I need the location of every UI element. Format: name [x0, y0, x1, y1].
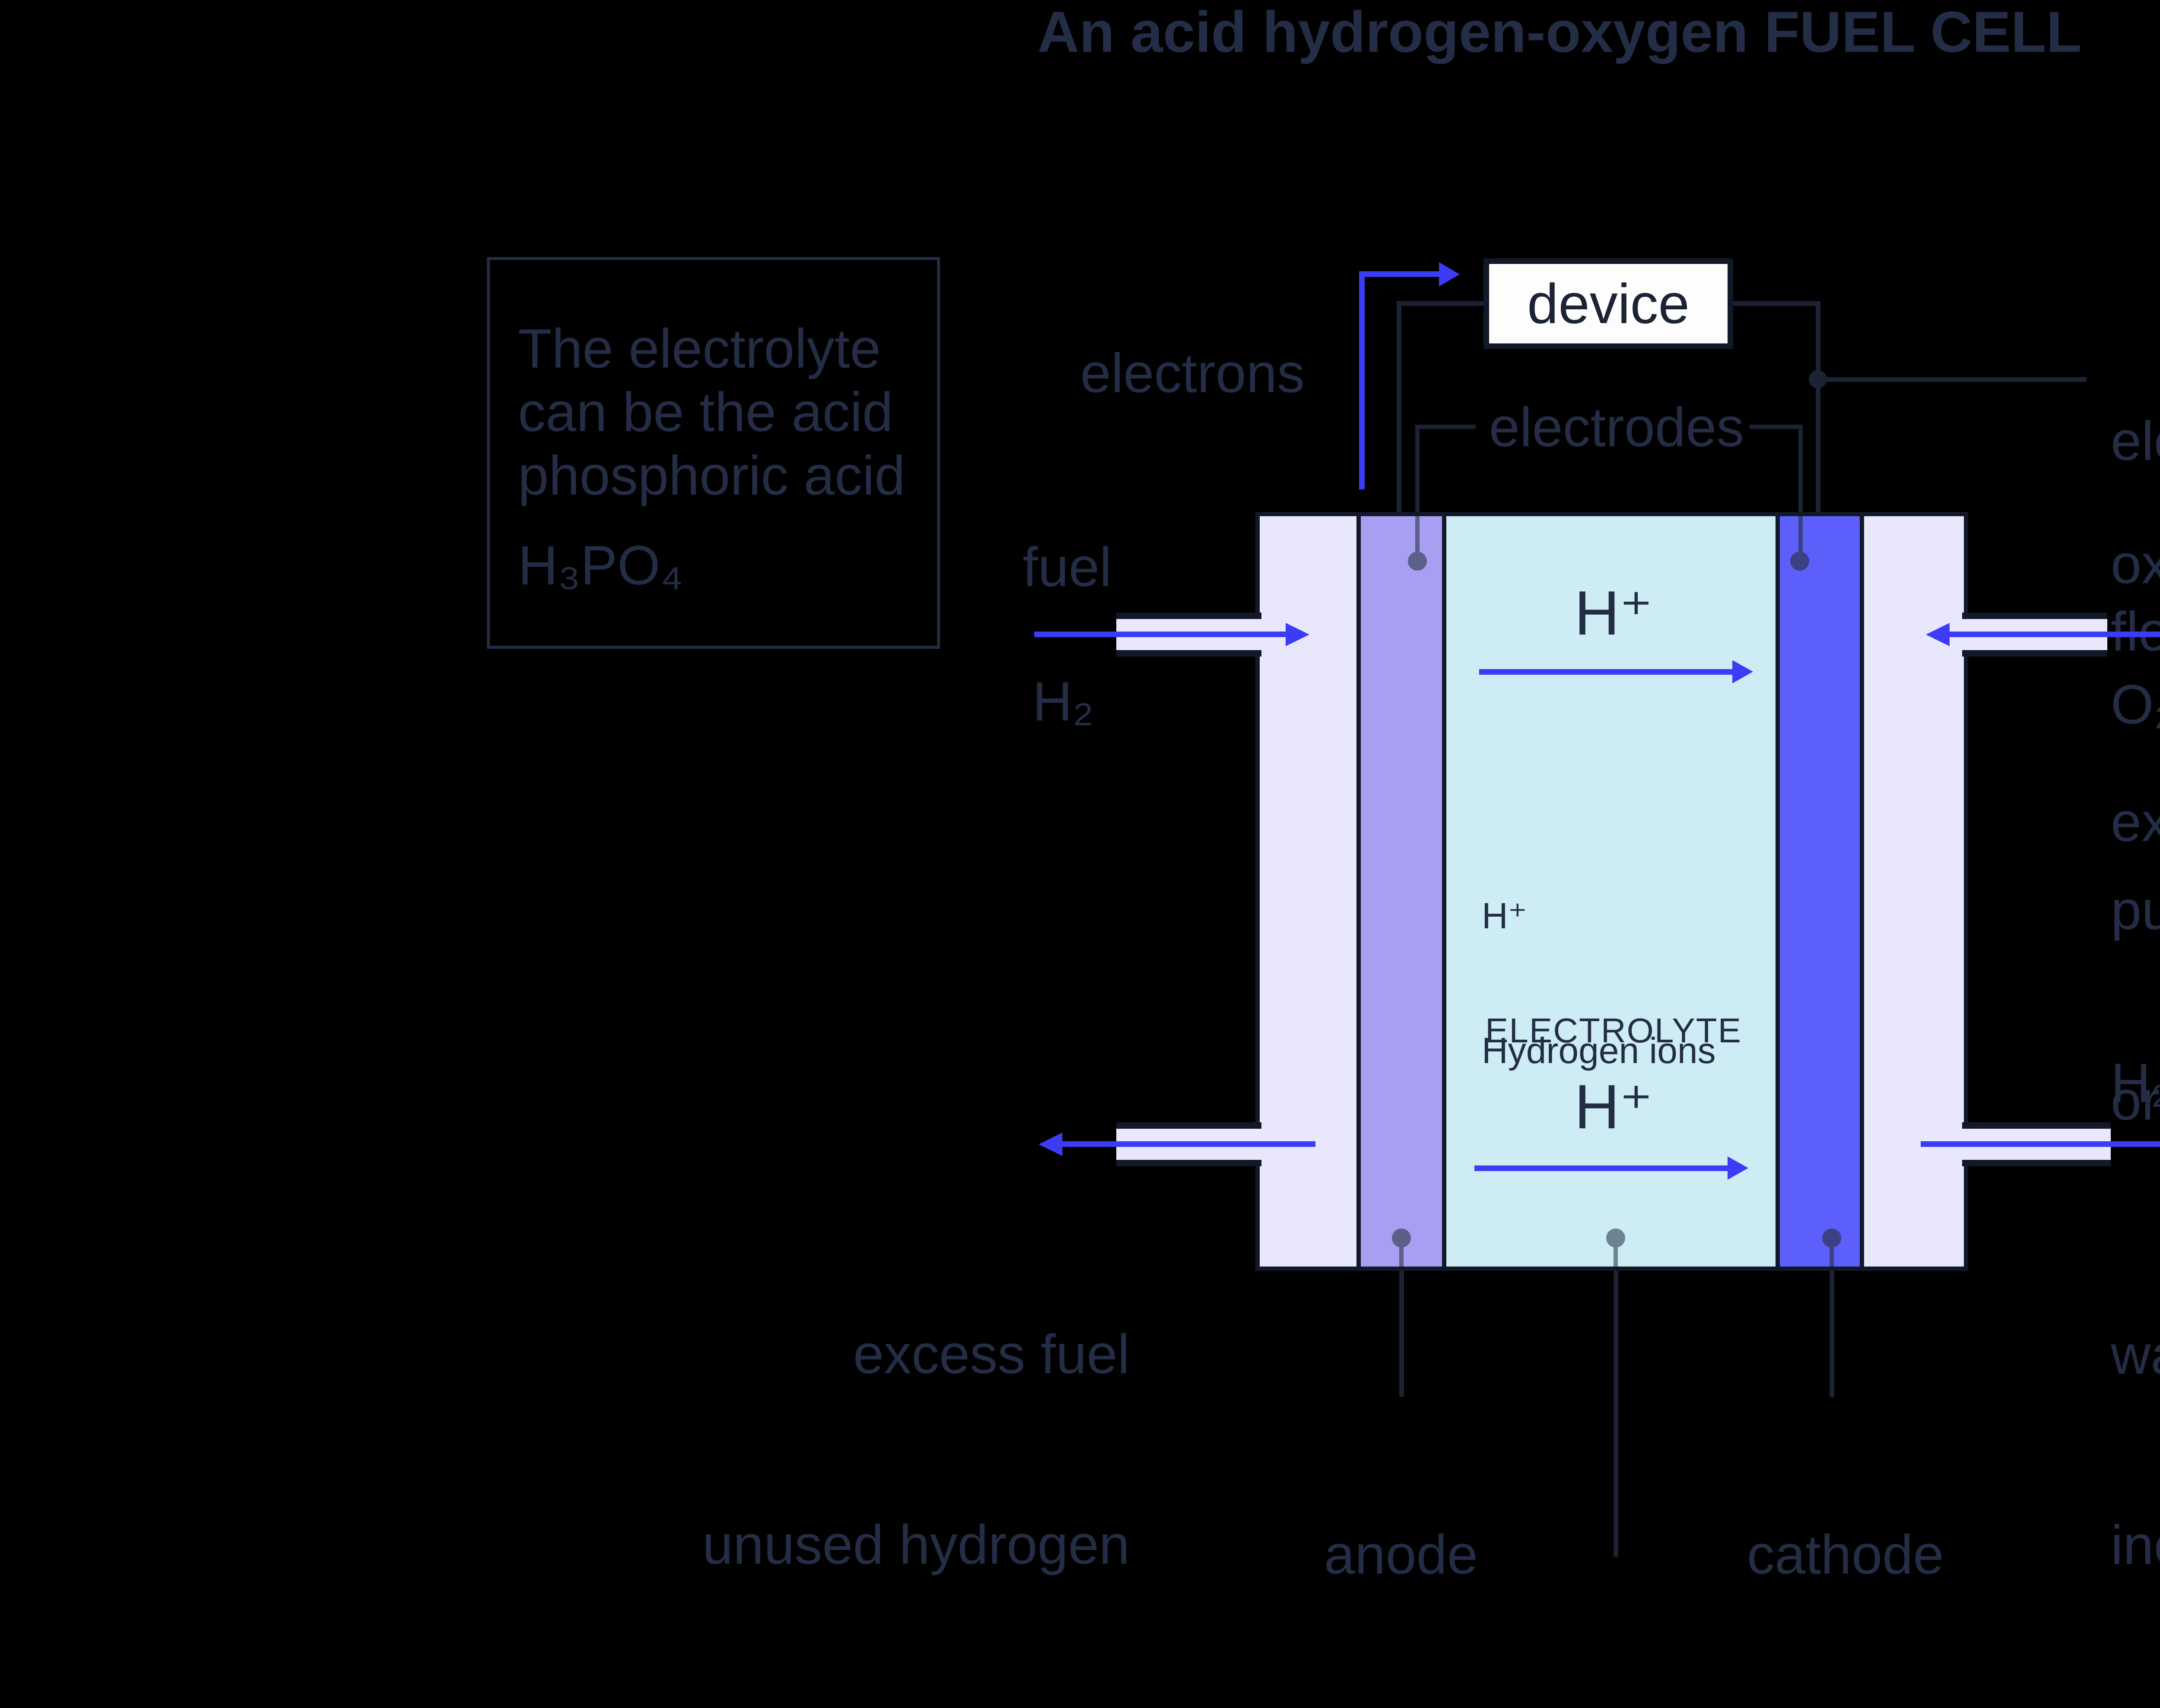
ion-flow-arrow-top-shaft — [1479, 669, 1732, 675]
waste-line: including unused — [2111, 1514, 2160, 1576]
hydrogen-ions-label: H⁺ Hydrogen ions — [1482, 803, 1716, 1163]
ion-line: Hydrogen ions — [1482, 1030, 1716, 1071]
excess-fuel-arrow-shaft — [1062, 1141, 1315, 1147]
h-plus-top-label: H⁺ — [1574, 578, 1653, 648]
phosphoric-acid-formula: H₃PO₄ — [518, 535, 683, 597]
cathode-bottom-stem — [1830, 1247, 1834, 1267]
ion-flow-arrow-bottom-shaft — [1474, 1165, 1728, 1171]
cathode-top-dot — [1790, 552, 1809, 571]
hydrogen-formula: H₂ — [1032, 671, 1094, 733]
electrolyte-containing-line: electrolyte containing — [1353, 1703, 1873, 1708]
device-box: device — [1483, 258, 1733, 349]
note-line: phosphoric acid — [518, 445, 905, 507]
note-line: The electrolyte — [518, 318, 881, 380]
anode-bottom-stem — [1399, 1247, 1404, 1267]
anode-bottom-dot — [1392, 1229, 1411, 1248]
fuel-label: fuel — [1023, 537, 1112, 598]
electrolyte-bottom-stem — [1614, 1247, 1618, 1267]
junction-dot — [1809, 370, 1827, 388]
electrolyte-caps-label: ELECTROLYTE — [1485, 1011, 1742, 1050]
fuel-inlet-arrowhead-icon — [1286, 623, 1309, 646]
electrodes-bracket-left-stub — [1415, 425, 1420, 516]
cathode-bottom-dot — [1822, 1229, 1841, 1248]
oxidant-desc-line: pure oxygen — [2111, 879, 2160, 941]
wire-device-left-horizontal — [1397, 301, 1483, 306]
anode-leader-line — [1399, 1271, 1404, 1397]
electron-arrowhead-icon — [1439, 262, 1460, 286]
electrolyte-containing-label: electrolyte containing ions — [1353, 1576, 1873, 1708]
ion-line: H⁺ — [1482, 895, 1527, 936]
electrolyte-note-box: The electrolyte can be the acid phosphor… — [487, 257, 940, 649]
wire-junction-horizontal — [1816, 377, 2087, 382]
cathode-line: cathode — [1747, 1524, 1944, 1586]
cathode-leader-line — [1830, 1271, 1834, 1397]
electrolyte-bottom-dot — [1606, 1229, 1625, 1248]
wire-device-right-vertical — [1816, 301, 1820, 512]
oxidant-desc-line: or from air — [2111, 1070, 2160, 1132]
device-label: device — [1527, 272, 1690, 335]
excess-fuel-label: excess fuel unused hydrogen — [648, 1196, 1130, 1704]
page-title: An acid hydrogen-oxygen FUEL CELL — [1037, 0, 2082, 64]
water-formula: H₂O — [2111, 1052, 2160, 1114]
excess-line: excess fuel — [853, 1324, 1130, 1385]
waste-gases-label: waste gases including unused oxygen and … — [2111, 1196, 2160, 1708]
anode-electrode — [1361, 516, 1442, 1267]
oxidant-label: oxidant — [2111, 533, 2160, 595]
electrodes-bracket-right-stub — [1798, 425, 1803, 516]
h-plus-bottom-label: H⁺ — [1574, 1072, 1653, 1142]
wire-device-right-horizontal — [1733, 301, 1820, 306]
ion-flow-arrow-top-head-icon — [1732, 660, 1753, 683]
cathode-top-dot-stem — [1798, 516, 1803, 553]
excess-fuel-arrowhead-icon — [1039, 1133, 1062, 1156]
electrolyte-leader-line — [1614, 1271, 1618, 1557]
oxidant-inlet-arrowhead-icon — [1926, 623, 1950, 646]
electrodes-bracket-left-dash — [1415, 425, 1476, 429]
wire-device-left-vertical — [1397, 301, 1401, 512]
note-line: can be the acid — [518, 381, 893, 443]
oxidant-inlet-arrow-shaft — [1950, 632, 2160, 637]
electron-wire-vertical — [1359, 271, 1365, 489]
cathode-label: cathode +ve — [1747, 1396, 1944, 1708]
anode-top-stem — [1415, 516, 1420, 553]
waste-gas-arrow-shaft — [1921, 1141, 2160, 1147]
anode-line: anode — [1324, 1524, 1478, 1586]
waste-line: waste gases — [2111, 1324, 2160, 1386]
electrolyte-chamber — [1446, 516, 1776, 1267]
electron-wire-horizontal — [1359, 271, 1439, 277]
current-line: electric current — [2111, 410, 2160, 472]
ion-flow-arrow-bottom-head-icon — [1728, 1156, 1748, 1180]
electrodes-bracket-right-dash — [1750, 425, 1803, 429]
oxygen-formula: O₂ — [2111, 674, 2160, 736]
cathode-electrode — [1780, 516, 1860, 1267]
excess-line: unused hydrogen — [702, 1514, 1130, 1576]
electrons-label: electrons — [1080, 343, 1305, 404]
oxidant-description: pure oxygen or from air — [2111, 752, 2160, 1260]
anode-top-dot — [1408, 552, 1427, 571]
current-line: external circuit — [2111, 791, 2160, 853]
anode-label: anode -ve — [1324, 1396, 1478, 1708]
waste-line: oxygen and — [2111, 1704, 2160, 1708]
fuel-inlet-arrow-shaft — [1034, 632, 1286, 637]
electrodes-label: electrodes — [1489, 397, 1744, 458]
